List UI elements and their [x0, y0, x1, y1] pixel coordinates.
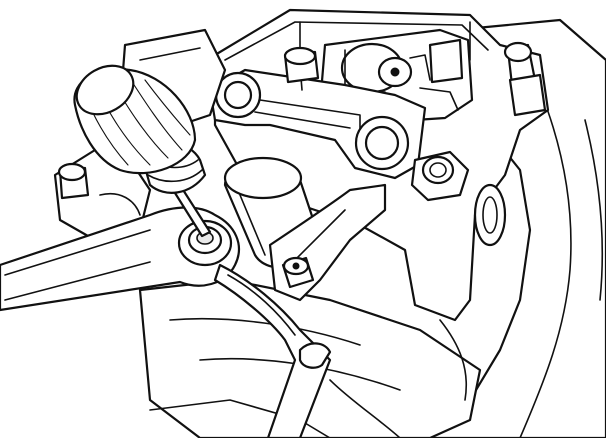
feeler-gauge — [213, 263, 332, 438]
hex-bolt — [410, 150, 470, 202]
box-end-wrench — [0, 206, 240, 312]
rocker-arm — [268, 183, 387, 302]
right-bolts — [473, 41, 547, 247]
rocker-arm-shaft-holder — [208, 46, 427, 180]
screwdriver — [73, 64, 212, 238]
